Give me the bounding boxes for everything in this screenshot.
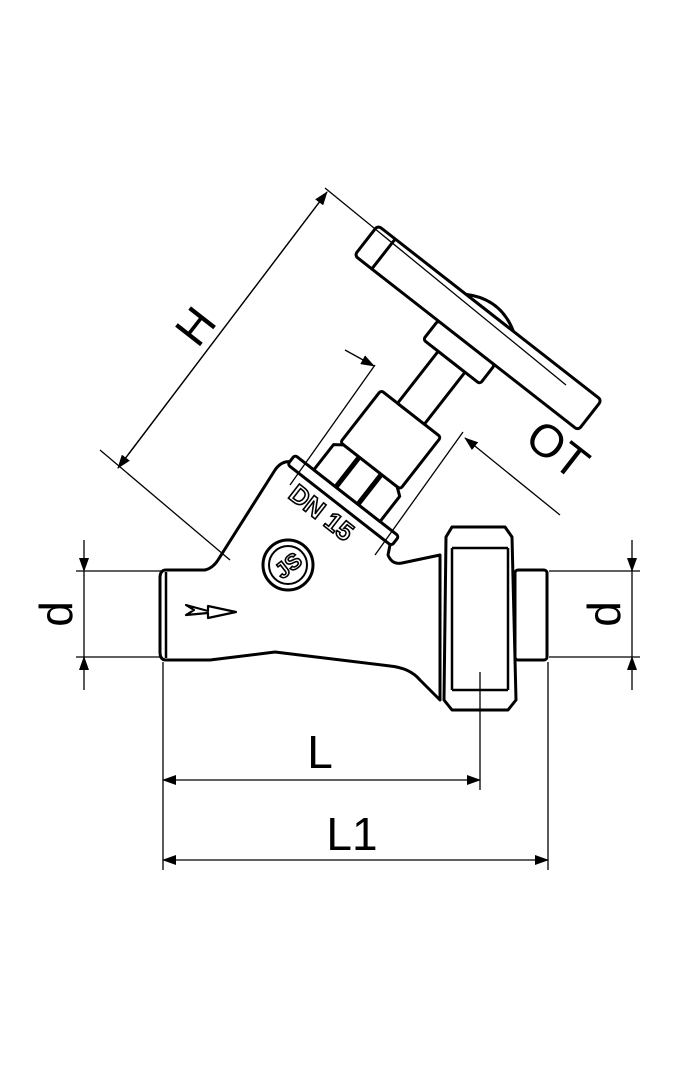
handwheel [354,225,602,431]
flow-direction-arrow-icon [184,603,238,620]
union-connection [442,525,549,712]
dimension-d-left: d [30,540,162,690]
dimension-l: L [162,662,481,870]
dimension-d-right: d [549,540,640,690]
dimension-label-l1: L1 [326,808,377,860]
dimension-label-h: H [165,297,226,355]
manufacturer-logo: JS [261,538,315,592]
valve-bonnet-assembly [287,225,602,547]
union-hex-nut [442,525,518,712]
dimension-l1: L1 [162,662,549,870]
dimension-label-d-right: d [578,601,630,627]
dimension-label-d-left: d [30,601,82,627]
dimension-label-l: L [307,726,333,778]
